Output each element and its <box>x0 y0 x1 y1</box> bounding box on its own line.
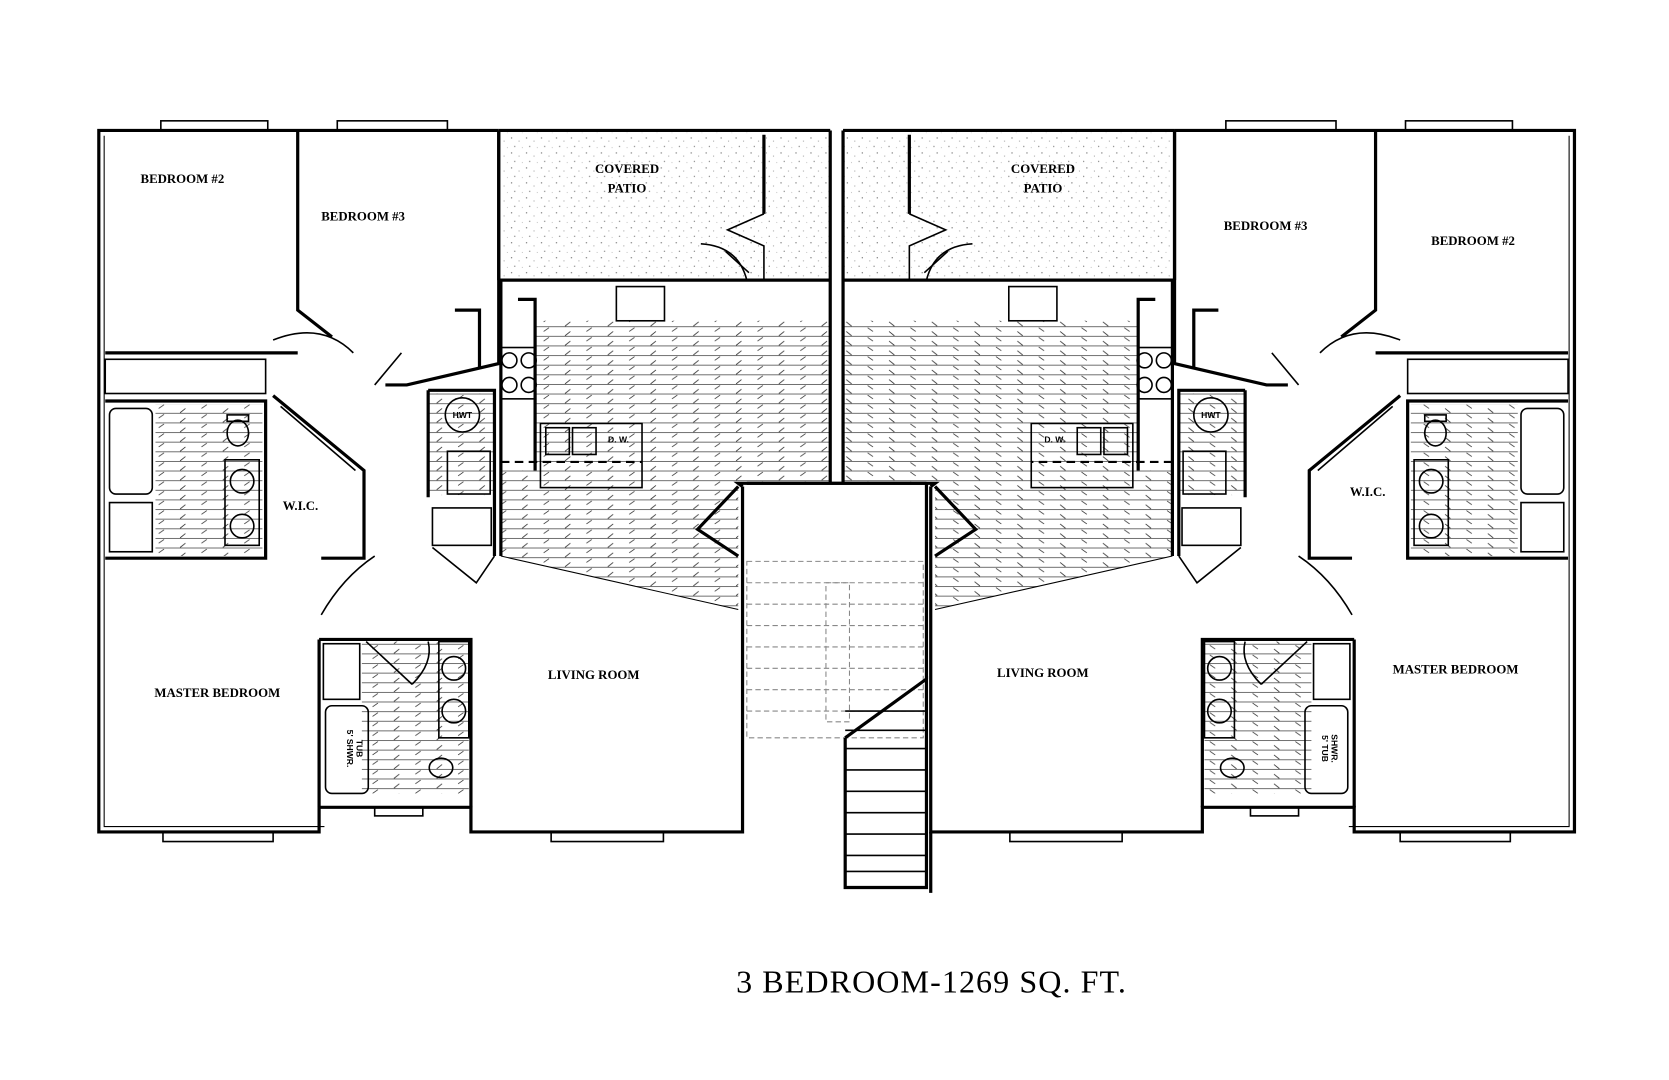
label-tub-right-1: 5' TUB <box>1320 735 1330 762</box>
right-unit <box>745 119 1577 844</box>
label-bedroom2-left: BEDROOM #2 <box>141 172 225 186</box>
plan-title: 3 BEDROOM-1269 SQ. FT. <box>736 963 1127 999</box>
label-bedroom3-right: BEDROOM #3 <box>1224 219 1308 233</box>
label-wic-left: W.I.C. <box>283 499 319 513</box>
label-master-left: MASTER BEDROOM <box>154 686 280 700</box>
left-unit <box>97 119 929 844</box>
label-patio-left-1: COVERED <box>595 162 659 176</box>
label-wic-right: W.I.C. <box>1350 485 1386 499</box>
label-tub-left-1: 5' SHWR. <box>345 730 355 768</box>
label-living-left: LIVING ROOM <box>548 668 640 682</box>
label-dw-right: D. W. <box>1044 435 1065 445</box>
label-master-right: MASTER BEDROOM <box>1393 663 1519 677</box>
label-dw-left: D. W. <box>608 435 629 445</box>
stairs <box>746 483 933 893</box>
label-tub-right-2: SHWR. <box>1330 734 1340 763</box>
label-bedroom3-left: BEDROOM #3 <box>321 209 405 223</box>
label-patio-right-2: PATIO <box>1024 181 1063 195</box>
label-hwt-right: HWT <box>1201 410 1221 420</box>
label-patio-right-1: COVERED <box>1011 162 1075 176</box>
label-living-right: LIVING ROOM <box>997 666 1089 680</box>
label-bedroom2-right: BEDROOM #2 <box>1431 234 1515 248</box>
label-tub-left-2: TUB <box>355 740 365 758</box>
label-hwt-left: HWT <box>453 410 473 420</box>
label-patio-left-2: PATIO <box>608 181 647 195</box>
